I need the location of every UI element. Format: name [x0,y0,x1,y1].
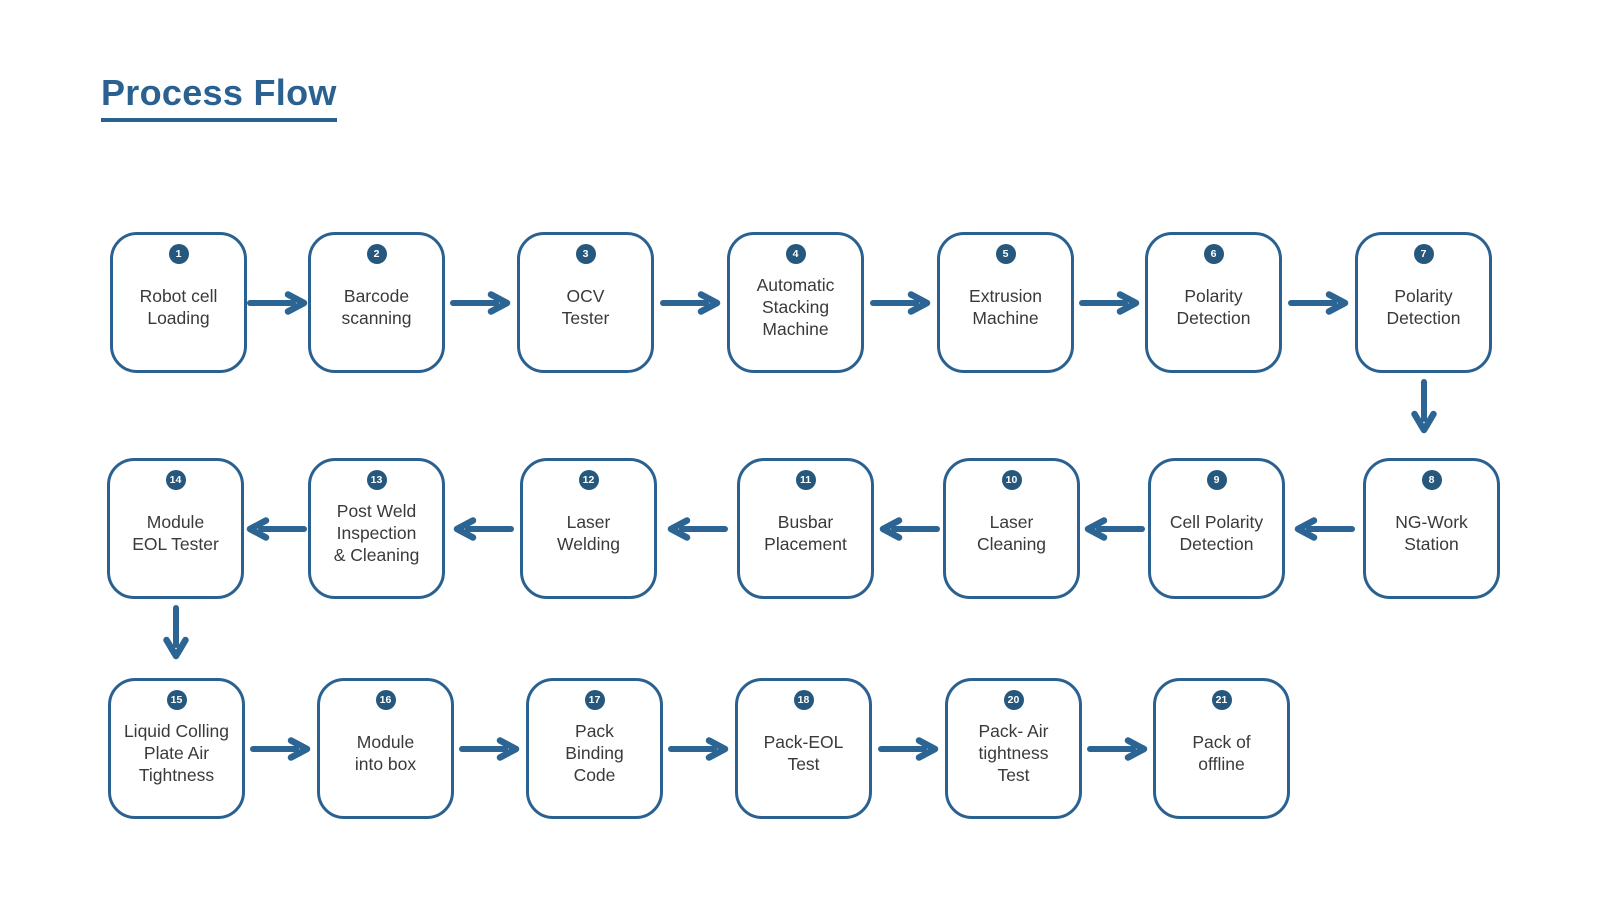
process-node-11: 11 Busbar Placement [737,458,874,599]
page-title: Process Flow [101,72,337,122]
arrow-right-icon [1287,290,1351,316]
arrow-left-icon [665,516,729,542]
arrow-right-icon [667,736,731,762]
process-node-label: OCV Tester [561,285,610,328]
process-node-label: Pack of offline [1192,731,1251,774]
process-node-label: Busbar Placement [764,511,847,554]
process-node-12: 12 Laser Welding [520,458,657,599]
process-node-label: Barcode scanning [341,285,412,328]
process-node-21: 21 Pack of offline [1153,678,1290,819]
arrow-down-icon [1410,378,1438,436]
arrow-left-icon [244,516,308,542]
process-node-4: 4 Automatic Stacking Machine [727,232,864,373]
step-number-badge: 4 [785,244,806,264]
arrow-right-icon [869,290,933,316]
step-number-badge: 20 [1003,690,1024,710]
step-number-badge: 21 [1211,690,1232,710]
step-number-badge: 2 [366,244,387,264]
process-node-label: NG-Work Station [1395,511,1468,554]
step-number-badge: 3 [575,244,596,264]
process-node-label: Automatic Stacking Machine [756,274,835,340]
process-node-label: Laser Welding [557,511,620,554]
arrow-right-icon [1086,736,1150,762]
process-node-3: 3 OCV Tester [517,232,654,373]
step-number-badge: 5 [995,244,1016,264]
arrow-right-icon [246,290,310,316]
process-node-15: 15 Liquid Colling Plate Air Tightness [108,678,245,819]
process-node-5: 5 Extrusion Machine [937,232,1074,373]
process-node-20: 20 Pack- Air tightness Test [945,678,1082,819]
process-node-10: 10 Laser Cleaning [943,458,1080,599]
process-node-17: 17 Pack Binding Code [526,678,663,819]
step-number-badge: 10 [1001,470,1022,490]
process-node-18: 18 Pack-EOL Test [735,678,872,819]
process-node-label: Post Weld Inspection & Cleaning [333,500,420,566]
process-node-label: Extrusion Machine [969,285,1042,328]
arrow-right-icon [1078,290,1142,316]
process-node-6: 6 Polarity Detection [1145,232,1282,373]
arrow-right-icon [249,736,313,762]
arrow-right-icon [458,736,522,762]
process-node-label: Liquid Colling Plate Air Tightness [123,720,230,786]
step-number-badge: 1 [168,244,189,264]
arrow-left-icon [1292,516,1356,542]
arrow-right-icon [449,290,513,316]
step-number-badge: 17 [584,690,605,710]
step-number-badge: 13 [366,470,387,490]
process-node-9: 9 Cell Polarity Detection [1148,458,1285,599]
arrow-right-icon [659,290,723,316]
arrow-left-icon [877,516,941,542]
step-number-badge: 16 [375,690,396,710]
process-node-label: Pack Binding Code [565,720,624,786]
step-number-badge: 9 [1206,470,1227,490]
process-node-1: 1 Robot cell Loading [110,232,247,373]
process-node-2: 2 Barcode scanning [308,232,445,373]
step-number-badge: 7 [1413,244,1434,264]
process-node-label: Module EOL Tester [132,511,219,554]
process-node-16: 16 Module into box [317,678,454,819]
arrow-right-icon [877,736,941,762]
arrow-left-icon [1082,516,1146,542]
arrow-down-icon [162,604,190,662]
process-node-label: Polarity Detection [1386,285,1461,328]
step-number-badge: 18 [793,690,814,710]
process-node-label: Polarity Detection [1176,285,1251,328]
process-node-label: Robot cell Loading [139,285,218,328]
arrow-left-icon [451,516,515,542]
step-number-badge: 8 [1421,470,1442,490]
process-node-label: Pack-EOL Test [763,731,844,774]
process-node-label: Module into box [354,731,417,774]
step-number-badge: 11 [795,470,816,490]
step-number-badge: 6 [1203,244,1224,264]
process-node-14: 14 Module EOL Tester [107,458,244,599]
process-node-13: 13 Post Weld Inspection & Cleaning [308,458,445,599]
process-node-7: 7 Polarity Detection [1355,232,1492,373]
step-number-badge: 12 [578,470,599,490]
step-number-badge: 15 [166,690,187,710]
process-node-8: 8 NG-Work Station [1363,458,1500,599]
process-node-label: Laser Cleaning [976,511,1047,554]
process-node-label: Cell Polarity Detection [1169,511,1264,554]
step-number-badge: 14 [165,470,186,490]
process-node-label: Pack- Air tightness Test [978,720,1049,786]
